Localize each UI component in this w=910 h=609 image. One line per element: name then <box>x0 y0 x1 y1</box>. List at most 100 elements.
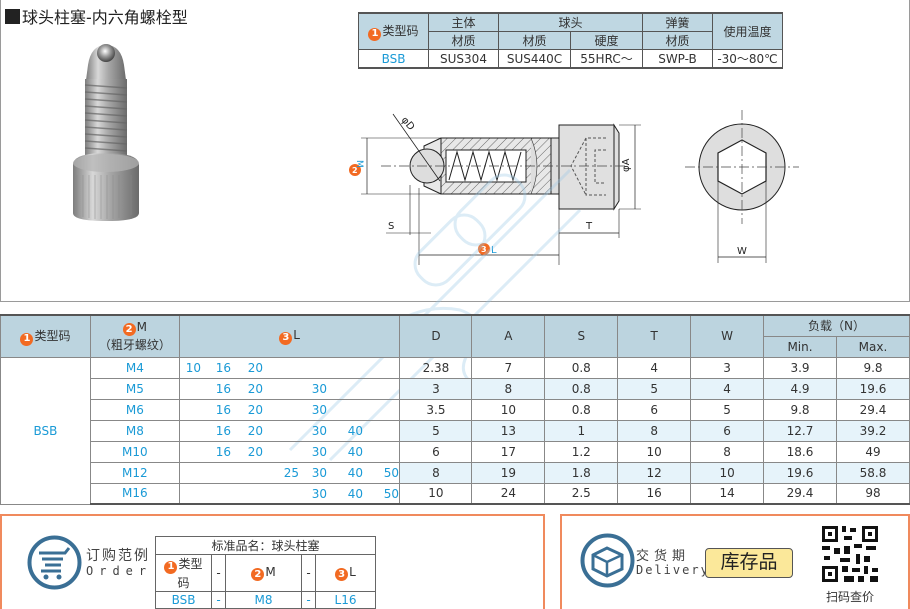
spec-w-value: 10 <box>690 461 765 484</box>
spec-t-value: 8 <box>617 419 692 442</box>
mat-header-spring: 弹簧 <box>642 12 713 32</box>
delivery-panel: 交货期 Delivery 库存品 扫码查价 <box>560 514 910 609</box>
order-value-dash: - <box>301 590 316 609</box>
spec-l-value: 20 <box>247 381 264 396</box>
spec-min-value: 9.8 <box>763 398 837 421</box>
spec-t-value: 6 <box>617 398 692 421</box>
spec-min-value: 3.9 <box>763 356 837 379</box>
spec-l-value: 30 <box>311 444 328 459</box>
spec-a-value: 17 <box>471 440 546 463</box>
spec-d-value: 8 <box>399 461 473 484</box>
end-view-drawing: W <box>685 110 799 263</box>
num-badge-2: 2 <box>251 568 265 581</box>
spec-d-value: 3.5 <box>399 398 473 421</box>
spec-l-value: 40 <box>347 444 364 459</box>
num-badge-1: 1 <box>164 560 178 574</box>
mat-sub-body-material: 材质 <box>428 31 499 50</box>
spec-s-value: 0.8 <box>544 377 619 400</box>
mat-type-value: BSB <box>358 49 429 69</box>
spec-d-value: 10 <box>399 482 473 505</box>
spec-max-value: 19.6 <box>835 377 910 400</box>
spec-a-value: 8 <box>471 377 546 400</box>
mat-header-body: 主体 <box>428 12 499 32</box>
spec-header-w: W <box>690 314 765 358</box>
spec-max-value: 39.2 <box>835 419 910 442</box>
delivery-label-en: Delivery <box>636 563 710 577</box>
num-badge-1: 1 <box>368 27 382 41</box>
spec-s-value: 1 <box>544 419 619 442</box>
spec-t-value: 16 <box>617 482 692 505</box>
spec-l-value: 30 <box>311 381 328 396</box>
svg-text:2: 2 <box>352 166 358 175</box>
delivery-label-cn: 交货期 <box>636 549 691 564</box>
spec-s-value: 0.8 <box>544 398 619 421</box>
product-photo <box>73 44 139 221</box>
spec-type-value: BSB <box>0 356 91 505</box>
order-head-l-label: L <box>349 564 356 579</box>
spec-l-value: 20 <box>247 360 264 375</box>
spec-header-l-label: L <box>293 328 300 342</box>
svg-text:S: S <box>388 221 394 232</box>
spec-w-value: 5 <box>690 398 765 421</box>
spec-l-values: 16 20 30 <box>178 377 401 400</box>
spec-l-value: 16 <box>215 423 232 438</box>
package-box-icon <box>580 533 635 588</box>
order-value-l: L16 <box>315 590 376 609</box>
spec-d-value: 3 <box>399 377 473 400</box>
order-head-dash: - <box>301 554 316 592</box>
spec-l-value: 30 <box>311 465 328 480</box>
mat-sub-spring-material: 材质 <box>642 31 713 50</box>
svg-text:L: L <box>491 245 497 256</box>
spec-t-value: 5 <box>617 377 692 400</box>
spec-l-value: 16 <box>215 444 232 459</box>
spec-header-d: D <box>399 314 473 358</box>
spec-s-value: 2.5 <box>544 482 619 505</box>
spec-a-value: 10 <box>471 398 546 421</box>
order-head-dash: - <box>211 554 226 592</box>
mat-ball-material: SUS440C <box>498 49 571 69</box>
spec-min-value: 4.9 <box>763 377 837 400</box>
spec-d-value: 2.38 <box>399 356 473 379</box>
spec-w-value: 6 <box>690 419 765 442</box>
spec-l-value: 20 <box>247 444 264 459</box>
mat-header-ball: 球头 <box>498 12 643 32</box>
spec-m-value: M12 <box>89 461 180 484</box>
spec-max-value: 49 <box>835 440 910 463</box>
order-head-m-label: M <box>265 564 276 579</box>
spec-d-value: 5 <box>399 419 473 442</box>
spec-l-value: 50 <box>383 486 400 501</box>
num-badge-3: 3 <box>279 331 293 345</box>
order-head-type-label: 类型码 <box>177 557 203 590</box>
product-overview-panel: 球头柱塞-内六角螺栓型 <box>0 0 910 302</box>
order-table-title: 标准品名：球头柱塞 <box>155 536 376 555</box>
spec-l-value: 16 <box>215 381 232 396</box>
mat-sub-ball-material: 材质 <box>498 31 571 50</box>
shopping-cart-icon <box>27 535 82 590</box>
spec-l-value: 40 <box>347 465 364 480</box>
order-value-dash: - <box>211 590 226 609</box>
order-value-type: BSB <box>155 590 212 609</box>
title-square-icon <box>5 8 20 24</box>
spec-l-value: 30 <box>311 402 328 417</box>
spec-m-value: M16 <box>89 482 180 505</box>
spec-m-value: M4 <box>89 356 180 379</box>
spec-d-value: 6 <box>399 440 473 463</box>
svg-text:T: T <box>585 221 593 232</box>
qr-code-icon[interactable] <box>820 524 880 584</box>
